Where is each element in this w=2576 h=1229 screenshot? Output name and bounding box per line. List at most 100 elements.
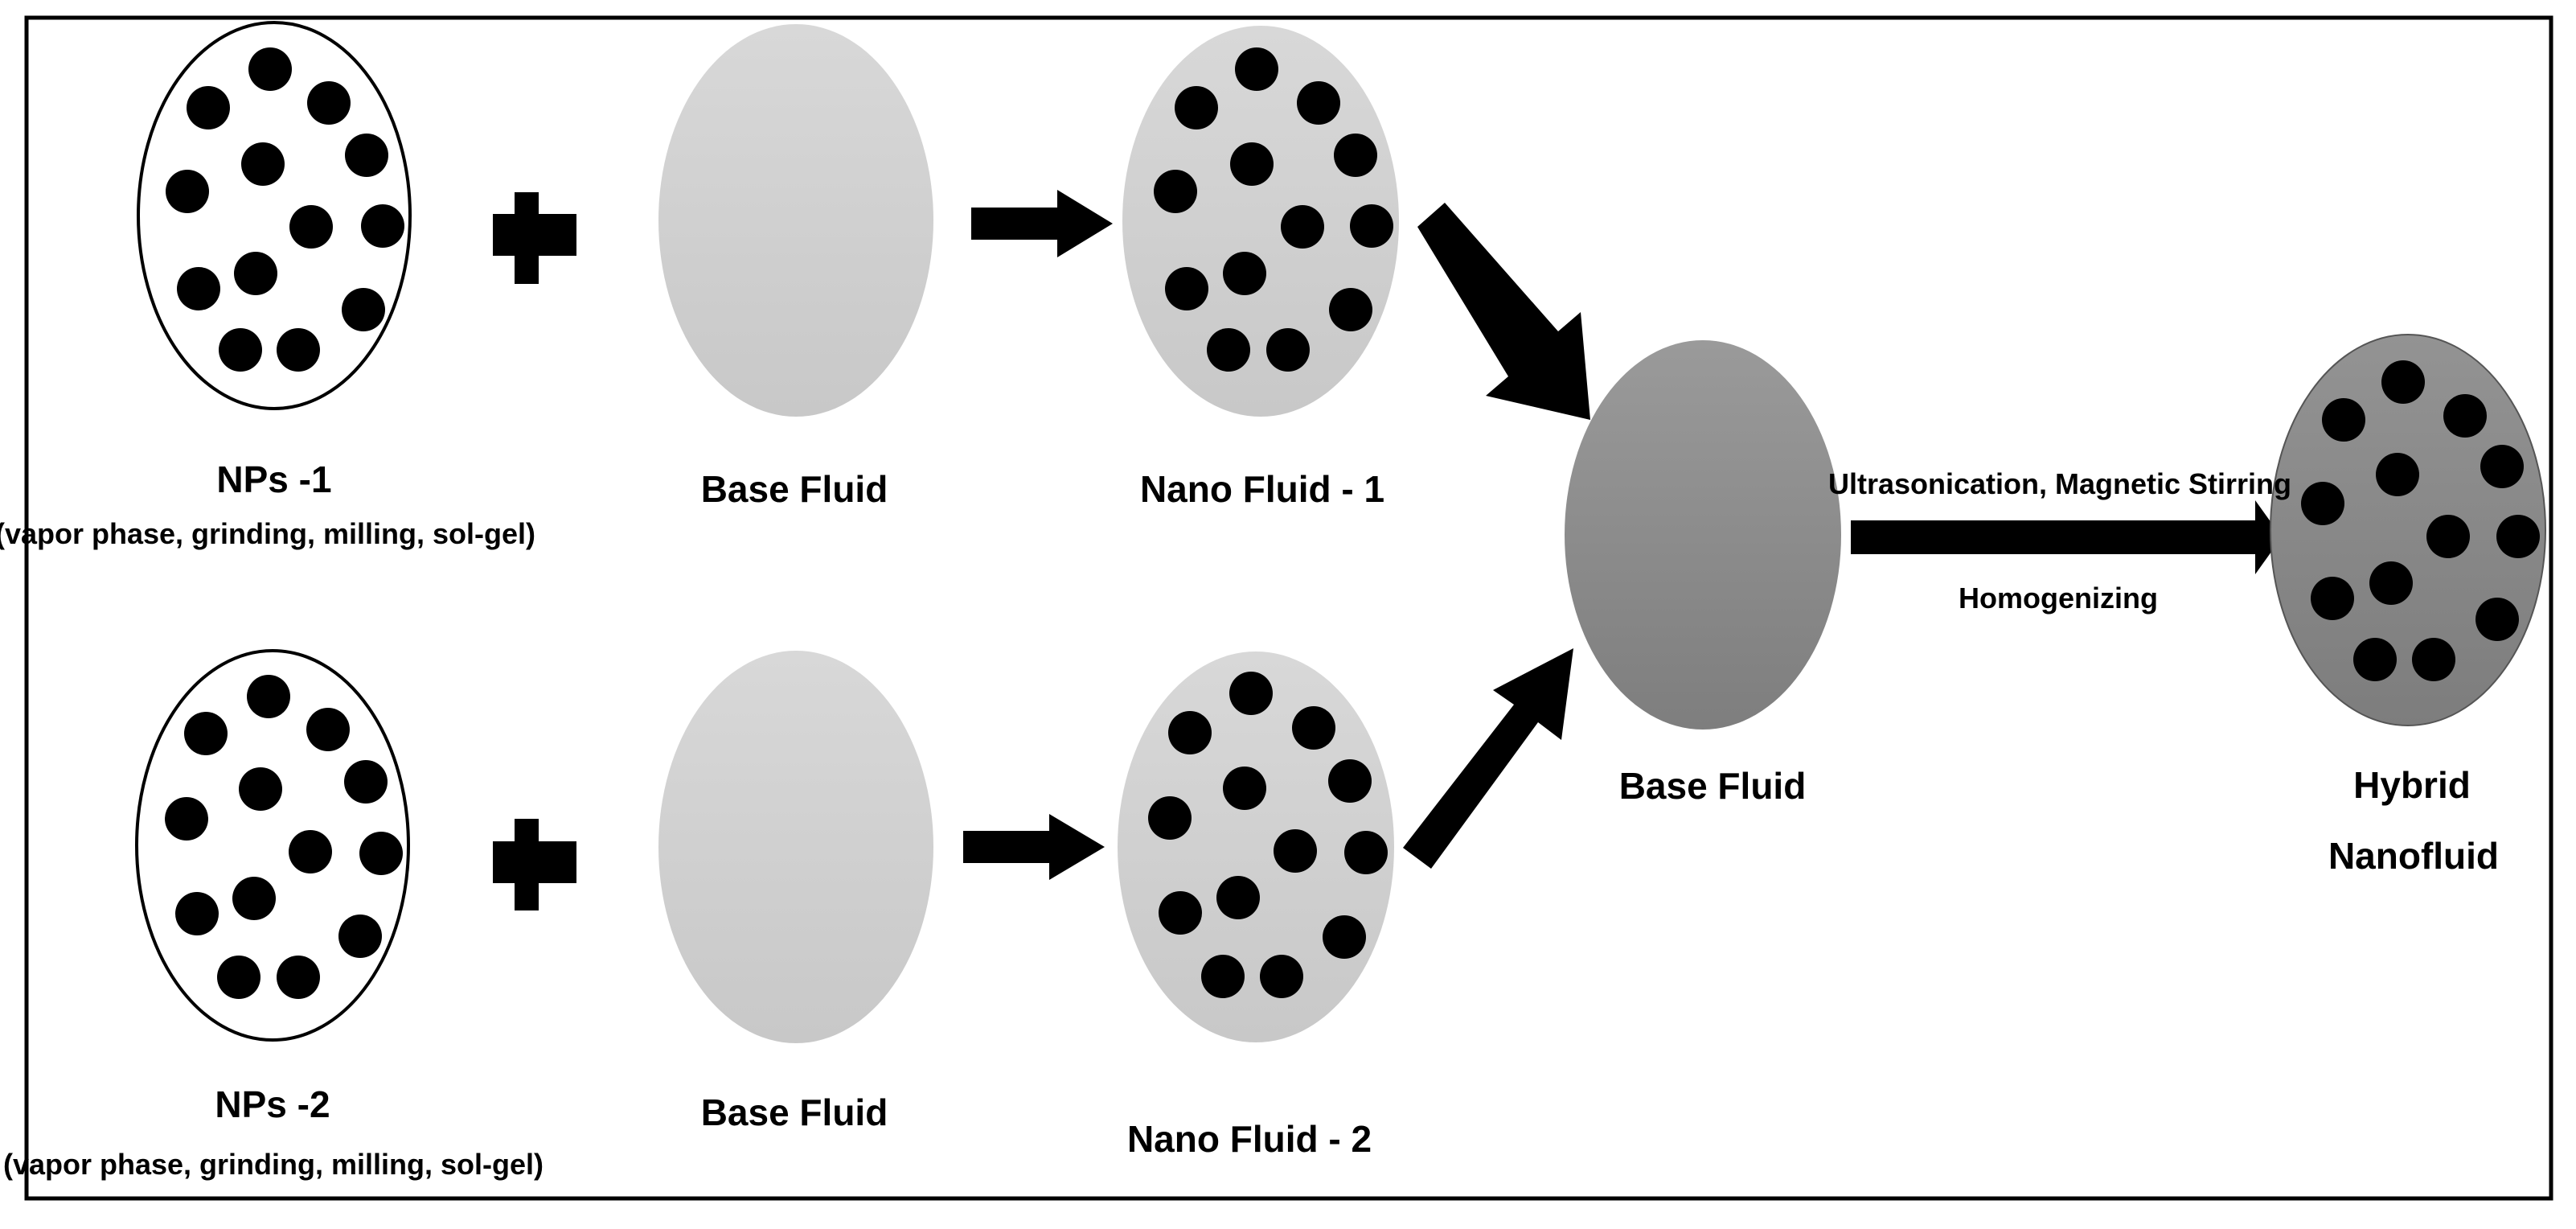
nanoparticle	[1323, 915, 1366, 959]
nanoparticle	[1207, 328, 1250, 372]
nanoparticle	[2322, 398, 2365, 442]
nanoparticle	[277, 956, 320, 999]
process-top-label: Ultrasonication, Magnetic Stirring	[1828, 467, 2291, 500]
nanoparticle	[359, 832, 403, 875]
nps1-particles	[166, 47, 404, 372]
nanoparticle	[338, 915, 382, 958]
nanoparticle	[2311, 577, 2354, 620]
nanoparticle	[1229, 672, 1273, 715]
nano-fluid-2-particles	[1148, 672, 1388, 998]
nanoparticle	[1344, 831, 1388, 874]
nanoparticle	[232, 877, 276, 920]
nps2-title: NPs -2	[215, 1083, 330, 1125]
nps2-methods: (vapor phase, grinding, milling, sol-gel…	[3, 1148, 544, 1181]
nanoparticle	[307, 81, 351, 125]
nanoparticle	[2476, 598, 2519, 641]
nanoparticle	[342, 288, 385, 331]
nanoparticle	[1154, 170, 1197, 213]
base-fluid-bottom-circle	[658, 651, 933, 1043]
nano-fluid-1-circle	[1122, 26, 1399, 417]
nanoparticle	[1266, 328, 1310, 372]
nanoparticle	[306, 708, 350, 751]
nanoparticle	[1328, 759, 1372, 803]
nanoparticle	[2496, 515, 2540, 558]
base-fluid-top-label: Base Fluid	[701, 468, 888, 510]
hybrid-label-line1: Hybrid	[2353, 764, 2471, 806]
nanoparticle	[165, 797, 208, 841]
nanoparticle	[234, 252, 277, 295]
nanoparticle	[345, 134, 388, 177]
nps2-circle	[135, 649, 410, 1042]
nanoparticle	[1329, 288, 1372, 331]
nanoparticle	[1148, 796, 1192, 840]
nanoparticle	[361, 204, 404, 248]
base-fluid-center-label: Base Fluid	[1619, 765, 1807, 807]
nanoparticle	[1281, 205, 1324, 249]
nanoparticle	[1274, 829, 1317, 873]
nanoparticle	[344, 760, 388, 804]
nanoparticle	[2369, 561, 2413, 605]
arrow-icon	[1403, 648, 1573, 869]
plus-icon	[493, 192, 576, 284]
nanoparticle	[1159, 891, 1202, 935]
nanoparticle	[289, 205, 333, 249]
nanoparticle	[1334, 134, 1377, 177]
arrow-icon	[971, 190, 1113, 257]
nanoparticle	[217, 956, 260, 999]
nanoparticle	[248, 47, 292, 91]
nano-fluid-2-circle	[1118, 651, 1394, 1042]
nanoparticle	[1223, 767, 1266, 810]
nanoparticle	[1201, 955, 1245, 998]
nanoparticle	[2426, 515, 2470, 558]
nano-fluid-1-particles	[1154, 47, 1393, 372]
arrow-icon	[963, 814, 1105, 880]
nanoparticle	[289, 830, 332, 873]
nanoparticle	[2412, 638, 2455, 681]
nanoparticle	[1297, 81, 1340, 125]
nanoparticle	[2376, 453, 2419, 496]
base-fluid-center-circle	[1565, 340, 1841, 730]
nanoparticle	[241, 142, 285, 186]
nanoparticle	[1165, 267, 1208, 310]
nanoparticle	[184, 712, 228, 755]
nanoparticle	[1230, 142, 1274, 186]
nanoparticle	[2443, 394, 2487, 438]
arrow-icon	[1417, 203, 1590, 420]
nanoparticle	[1260, 955, 1303, 998]
nanoparticle	[1216, 876, 1260, 919]
nanoparticle	[1350, 204, 1393, 248]
nanoparticle	[1292, 706, 1335, 750]
nanoparticle	[247, 675, 290, 718]
nanoparticle	[166, 170, 209, 213]
nanoparticle	[2381, 360, 2425, 404]
process-bottom-label: Homogenizing	[1959, 582, 2158, 614]
nps2-particles	[165, 675, 403, 999]
plus-icon	[493, 819, 576, 910]
hybrid-nanofluid-particles	[2301, 360, 2540, 681]
nanoparticle	[2301, 482, 2344, 525]
nanoparticle	[239, 767, 282, 811]
nanoparticle	[1223, 252, 1266, 295]
diagram-frame	[24, 15, 2553, 1201]
nano-fluid-1-label: Nano Fluid - 1	[1140, 468, 1384, 510]
hybrid-nanofluid-circle	[2270, 334, 2546, 726]
nanoparticle	[2353, 638, 2397, 681]
nano-fluid-2-label: Nano Fluid - 2	[1127, 1118, 1372, 1160]
arrow-icon	[1851, 500, 2282, 574]
nanoparticle	[177, 267, 220, 310]
nanoparticle	[2480, 445, 2524, 488]
nanoparticle	[219, 328, 262, 372]
nps1-circle	[137, 21, 412, 410]
nanoparticle	[187, 86, 230, 129]
nanoparticle	[1168, 711, 1212, 754]
base-fluid-bottom-label: Base Fluid	[701, 1091, 888, 1133]
nps1-methods: (vapor phase, grinding, milling, sol-gel…	[0, 517, 535, 550]
nanoparticle	[1235, 47, 1278, 91]
nanoparticle	[277, 328, 320, 372]
base-fluid-top-circle	[658, 24, 933, 417]
nps1-title: NPs -1	[216, 458, 331, 500]
nanoparticle	[1175, 86, 1218, 129]
hybrid-label-line2: Nanofluid	[2328, 835, 2499, 877]
